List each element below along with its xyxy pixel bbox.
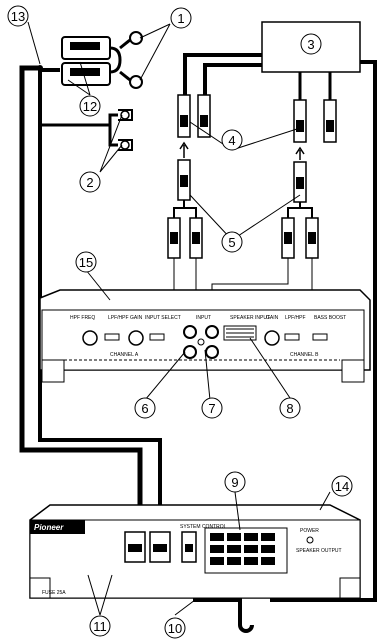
fork-terminals [108,109,133,151]
svg-text:10: 10 [168,621,182,636]
power-cable-left [19,65,143,520]
callout-6: 6 [134,397,156,419]
callout-3: 3 [300,33,322,55]
fuse-holder [61,36,122,86]
svg-text:2: 2 [86,175,93,190]
amplifier-top-view: HPF FREQ LPF/HPF GAIN INPUT SELECT INPUT… [39,289,371,383]
svg-text:7: 7 [208,401,215,416]
svg-text:14: 14 [335,479,349,494]
svg-text:1: 1 [177,11,184,26]
svg-text:13: 13 [11,9,25,24]
callout-14: 14 [331,475,353,497]
svg-text:9: 9 [231,475,238,490]
amplifier-front-view: Pioneer SYSTEM CONTROL POWER SPEAKER OUT… [29,504,361,599]
ground-cable [38,68,162,520]
fuse-label: FUSE 25A [42,590,66,596]
lpf-hpf-right-label: LPF/HPF [285,315,306,321]
callout-13: 13 [7,5,29,27]
channel-b-label: CHANNEL B [290,352,319,358]
callout-11: 11 [89,615,111,637]
brand-logo: Pioneer [34,523,64,532]
system-control-label: SYSTEM CONTROL [180,524,227,530]
gain-label: GAIN [130,315,143,321]
callout-9: 9 [224,471,246,493]
input-select-label: INPUT SELECT [145,315,181,321]
rca-plugs-top [177,94,337,143]
callout-5: 5 [221,231,243,253]
channel-a-label: CHANNEL A [110,352,139,358]
svg-text:5: 5 [228,235,235,250]
gain-right-label: GAIN [266,315,279,321]
svg-text:15: 15 [79,255,93,270]
callout-15: 15 [75,251,97,273]
svg-text:6: 6 [141,401,148,416]
ring-terminals [119,31,143,89]
svg-text:3: 3 [307,37,314,52]
lpf-hpf-label: LPF/HPF [108,315,129,321]
callout-1: 1 [170,7,192,29]
power-label: POWER [300,528,319,534]
svg-text:12: 12 [83,99,97,114]
system-control-cable [270,60,377,602]
callout-12: 12 [79,95,101,117]
input-label: INPUT [196,315,211,321]
callout-2: 2 [79,171,101,193]
callout-4: 4 [221,129,243,151]
hpf-freq-label: HPF FREQ [70,315,95,321]
leader-lines [27,21,331,616]
svg-text:8: 8 [286,401,293,416]
callout-8: 8 [279,397,301,419]
bass-boost-label: BASS BOOST [314,315,346,321]
speaker-output-label: SPEAKER OUTPUT [296,548,342,554]
svg-text:4: 4 [228,133,235,148]
callout-10: 10 [164,617,186,639]
callout-7: 7 [201,397,223,419]
svg-text:11: 11 [93,619,107,634]
rca-y-adapters [167,159,319,259]
speaker-input-label: SPEAKER INPUT [230,315,270,321]
